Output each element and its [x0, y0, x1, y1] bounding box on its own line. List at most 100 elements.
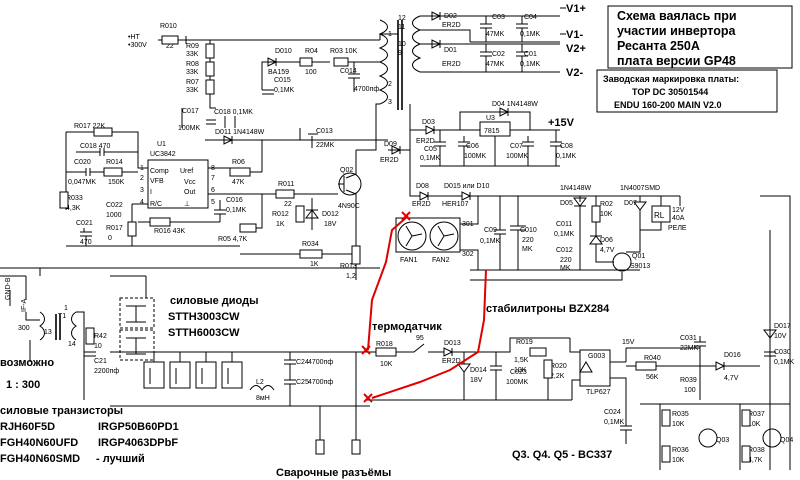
r08-value: 33K [186, 69, 199, 76]
v2p-label: V2+ [566, 43, 586, 55]
c022-label: C022 [106, 202, 123, 209]
d02-value: ER2D [442, 22, 461, 29]
r037-value: 10K [748, 421, 761, 428]
u1-vcc: Vcc [184, 179, 196, 186]
c015-label: C015 [274, 77, 291, 84]
q04-label: Q04 [780, 437, 793, 444]
ht-label: •HT [128, 34, 141, 41]
c21-label: C21 [94, 358, 107, 365]
r06-value: 47K [232, 179, 245, 186]
r010-label: R010 [160, 23, 177, 30]
igbt-2 [169, 361, 191, 389]
marking-line-3: ENDU 160-200 MAIN V2.0 [614, 100, 722, 110]
optocoupler [579, 349, 611, 387]
g003-label: G003 [588, 353, 605, 360]
gnd-b-label: GND-B [5, 277, 12, 300]
r014-label: R014 [106, 159, 123, 166]
u1-gnd: ⊥ [184, 201, 190, 208]
c24-value: 4700пф [308, 359, 333, 366]
r012-label: R012 [272, 211, 289, 218]
d015-label: D015 или D10 [444, 183, 489, 190]
d07-label: D07 [624, 200, 637, 207]
u1-label: U1 [157, 141, 166, 148]
welding-connector-2[interactable] [351, 439, 361, 455]
u1-pin6: 6 [211, 187, 215, 194]
c011-value: 0,1MK [554, 231, 575, 238]
hv-supply-section: •HT •300V R010 22 R09 33K R08 33K R07 33… [128, 23, 398, 149]
r017-label: R017 22K [74, 123, 105, 130]
d013-label: D013 [444, 340, 461, 347]
c024-value: 0,1MK [604, 419, 625, 426]
d06-value: 4,7V [600, 247, 615, 254]
q01-transistor [612, 252, 632, 272]
r036-label: R036 [672, 447, 689, 454]
ratio-note: 1 : 300 [6, 379, 40, 391]
c022-value: 1000 [106, 212, 122, 219]
d03-label: D03 [422, 119, 435, 126]
tr-4: IRGP4063DPbF [98, 437, 178, 449]
d07-top-label: 1N4007SMD [620, 185, 660, 192]
transformer-outputs: 12 11 10 9 1 2 3 D02 ER2D C03 47MK C04 0… [378, 3, 586, 110]
tr-2: IRGP50B60PD1 [98, 421, 179, 433]
r012-value: 1K [276, 221, 285, 228]
r010-value: 22 [166, 43, 174, 50]
transistors-title: силовые транзисторы [0, 405, 123, 417]
v2m-label: V2- [566, 67, 583, 79]
c010-value: 220 [522, 237, 534, 244]
u1-comp: Comp [150, 168, 169, 175]
r035-label: R035 [672, 411, 689, 418]
relay-current: 40A [672, 215, 685, 222]
d012-value: 18V [324, 221, 337, 228]
c08-value: 0,1MK [556, 153, 577, 160]
c21-value: 2200пф [94, 368, 119, 375]
c018b-label: C018 470 [80, 143, 110, 150]
d05-label: D05 [560, 200, 573, 207]
c021-label: C021 [76, 220, 93, 227]
fan2-label: FAN2 [432, 257, 450, 264]
r017b-label: R017 [106, 225, 123, 232]
d08-label: D08 [416, 183, 429, 190]
u1-vfb: VFB [150, 178, 164, 185]
c06-value: 100MK [464, 153, 487, 160]
r035-value: 10K [672, 421, 685, 428]
q03-label: Q03 [716, 437, 729, 444]
u1-uref: Uref [180, 168, 193, 175]
q01-value: S9013 [630, 263, 650, 270]
v1p-label: V1+ [566, 3, 586, 15]
c09-label: C09 [484, 227, 497, 234]
c01-value: 0,1MK [520, 61, 541, 68]
connectors-note: Сварочные разъёмы [276, 467, 391, 479]
c02-label: C02 [492, 51, 505, 58]
q01-label: Q01 [632, 253, 645, 260]
zeners-note: стабилитроны BZX284 [486, 303, 610, 315]
power-diodes-1: STTH3003CW [168, 311, 240, 323]
r018-value: 10K [380, 361, 393, 368]
d014-value: 18V [470, 377, 483, 384]
tr-pin-9: 9 [398, 50, 402, 57]
tr-pin-3: 3 [388, 99, 392, 106]
welding-connector-1[interactable] [315, 439, 325, 455]
c03-value: 47MK [486, 31, 505, 38]
c014-value: 4700пф [354, 86, 379, 93]
t1-ratio: 300 [18, 325, 30, 332]
tr-pin-1: 1 [388, 31, 392, 38]
r020-value: 2,2K [550, 373, 565, 380]
r040-label: R040 [644, 355, 661, 362]
d014-label: D014 [470, 367, 487, 374]
relay-name: РЕЛЕ [668, 225, 687, 232]
t1-pin14: 14 [68, 341, 76, 348]
igbt-3 [195, 361, 217, 389]
r019-value2: 10K [514, 367, 527, 374]
q-note: Q3. Q4. Q5 - BC337 [512, 449, 612, 461]
tr-pin-11: 11 [398, 24, 405, 31]
r037-label: R037 [748, 411, 765, 418]
u1-pin2: 2 [140, 175, 144, 182]
l2-label: L2 [256, 379, 264, 386]
c01-label: C01 [524, 51, 537, 58]
power-diodes-title: силовые диоды [170, 295, 258, 307]
c016-value: 0,1MK [226, 207, 247, 214]
r033-value: 4,3K [66, 205, 81, 212]
c023-label: C023 [510, 369, 527, 376]
v15b-label: 15V [622, 339, 635, 346]
